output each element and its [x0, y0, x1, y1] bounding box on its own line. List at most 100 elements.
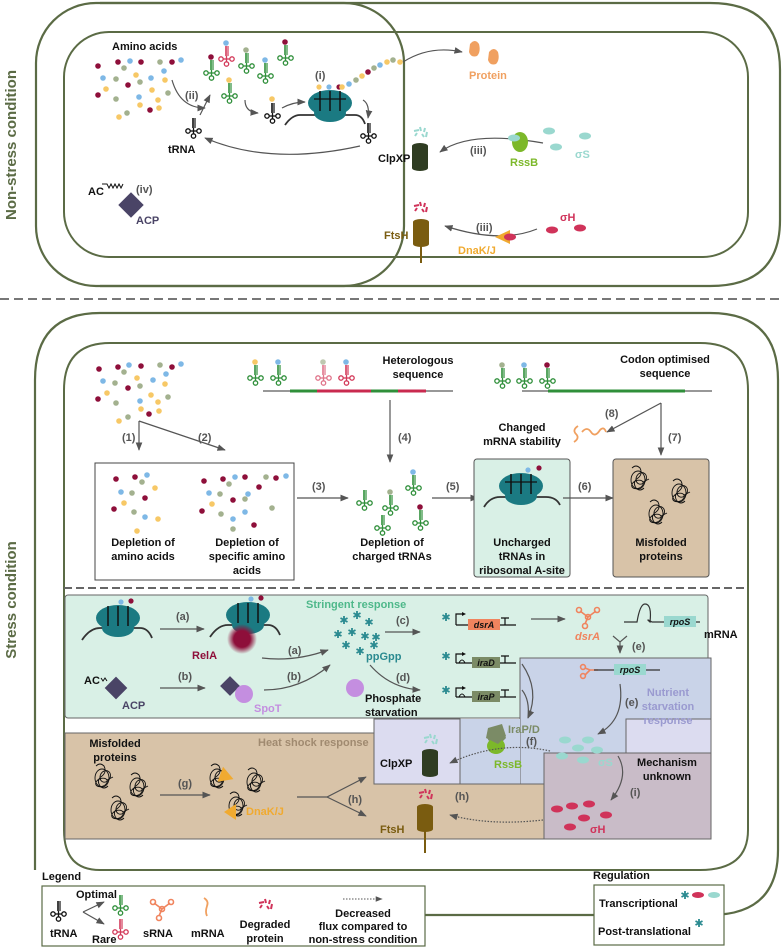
- charged-trna-group: [203, 39, 295, 104]
- amino-acid-dot: [125, 385, 131, 391]
- arrow-a2: [261, 649, 329, 660]
- amino-acid-dot: [156, 105, 162, 111]
- amino-acid-dot: [157, 362, 163, 368]
- step-5: (5): [446, 481, 460, 493]
- arrow-2: [138, 420, 226, 451]
- nutrient-title-3: response: [644, 715, 693, 727]
- amino-acid-dot: [150, 377, 156, 383]
- amino-acid-dot: [156, 408, 162, 414]
- protein-label: Protein: [469, 70, 507, 82]
- sigma-h-bound-icon: [504, 233, 516, 241]
- amino-acid-dot: [232, 474, 238, 480]
- amino-acid-dot: [157, 59, 163, 65]
- amino-acid-dot: [103, 86, 109, 92]
- arrow-e2: [597, 683, 622, 735]
- dsra-srna-icon: [575, 606, 601, 630]
- amino-acid-dot: [142, 514, 148, 520]
- heterologous-label-2: sequence: [393, 369, 444, 381]
- sigma-s-icon: [579, 132, 591, 140]
- depletion-trna-label-2: charged tRNAs: [352, 551, 431, 563]
- peptide-residue: [365, 69, 371, 75]
- trna-optimal-icon: [355, 489, 374, 512]
- arrow-h-ftsh: [326, 796, 367, 817]
- uncharged-label-1: Uncharged: [493, 537, 550, 549]
- acp-icon: [118, 192, 144, 218]
- amino-acid-dot: [127, 58, 133, 64]
- changed-mrna-label-2: mRNA stability: [483, 436, 562, 448]
- irad-gene: iraD: [441, 651, 516, 668]
- dnakj-icon: [224, 804, 236, 820]
- amino-acid-dot: [137, 383, 143, 389]
- peptide-residue: [353, 77, 359, 83]
- step-6: (6): [578, 481, 592, 493]
- sigma-h-icon: [574, 224, 586, 232]
- ac-label-stress: AC: [84, 675, 100, 687]
- trna-optimal-icon: [404, 469, 423, 497]
- codon-optimised-label-2: sequence: [640, 368, 691, 380]
- amino-acid-dot: [218, 511, 224, 517]
- regulation-post-translational: Post-translational: [598, 926, 691, 938]
- sigma-h-cluster: [551, 800, 612, 831]
- step-4: (4): [398, 432, 412, 444]
- amino-acid-dot: [220, 476, 226, 482]
- step-iii-a: (iii): [470, 145, 487, 157]
- amino-acid-dot: [144, 472, 150, 478]
- legend-degraded-label-1: Degraded: [240, 919, 291, 931]
- step-ii: (ii): [185, 90, 199, 102]
- amino-acid-dot: [162, 77, 168, 83]
- arrow-to-ribosome: [281, 98, 306, 109]
- legend-decreased-label-3: non-stress condition: [309, 934, 418, 946]
- amino-acid-dot: [139, 479, 145, 485]
- trna-optimal-icon: [538, 362, 557, 390]
- arrow-trna-charge: [199, 94, 211, 116]
- step-a1: (a): [176, 611, 190, 623]
- peptide-chain: [339, 57, 403, 90]
- peptide-residue: [390, 57, 396, 63]
- arrow-i: [610, 755, 624, 801]
- peptide-residue: [384, 59, 390, 65]
- step-1: (1): [122, 432, 136, 444]
- step-i-stress: (i): [630, 787, 641, 799]
- degraded-protein-icon: [413, 126, 428, 138]
- nutrient-title-2: starvation: [642, 701, 695, 713]
- peptide-residue: [371, 65, 377, 71]
- ftsh-icon: [417, 804, 433, 832]
- amino-acid-dot: [283, 473, 289, 479]
- step-d: (d): [396, 672, 410, 684]
- dnakj-label-stress: DnaK/J: [246, 806, 284, 818]
- legend-trna-label: tRNA: [50, 928, 78, 940]
- regulation-title: Regulation: [593, 870, 650, 882]
- ribosome-icon: [96, 598, 140, 637]
- ac-label: AC: [88, 186, 104, 198]
- depletion-aa-label-1: Depletion of: [111, 537, 175, 549]
- trna-optimal-icon: [493, 362, 512, 390]
- legend-arrow-rare: [82, 911, 105, 925]
- amino-acid-dot: [112, 380, 118, 386]
- amino-acid-dot: [95, 92, 101, 98]
- ribosome-stalled-icon: [499, 465, 543, 505]
- amino-acid-dot: [245, 491, 251, 497]
- amino-acid-dot: [104, 390, 110, 396]
- amino-acid-dot: [121, 500, 127, 506]
- sigma-h-label-stress: σH: [590, 824, 606, 836]
- amino-acid-dot: [121, 369, 127, 375]
- trna-optimal-icon: [203, 54, 220, 81]
- step-g: (g): [178, 778, 192, 790]
- amino-acid-dot: [199, 508, 205, 514]
- heterologous-label-1: Heterologous: [383, 355, 454, 367]
- depletion-specific-label-1: Depletion of: [215, 537, 279, 549]
- trna-label: tRNA: [168, 144, 196, 156]
- spot-icon: [235, 685, 253, 703]
- amino-acid-dot: [125, 82, 131, 88]
- amino-acid-dot: [96, 366, 102, 372]
- amino-acid-dot: [118, 489, 124, 495]
- rpos-gene-box: [664, 616, 696, 627]
- amino-acid-dot: [132, 474, 138, 480]
- amino-acid-dot: [148, 392, 154, 398]
- amino-acid-dot: [155, 97, 161, 103]
- sigma-s-label: σS: [575, 149, 590, 161]
- acp-icon: [104, 676, 128, 700]
- step-c: (c): [396, 615, 410, 627]
- ribosome-icon: [308, 84, 352, 122]
- arrow-f-decreased: [449, 746, 551, 764]
